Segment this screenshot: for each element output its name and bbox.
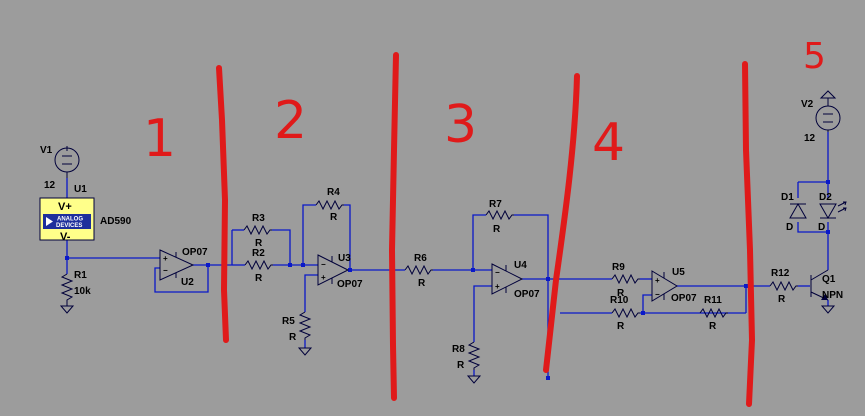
u3-ref: U3 (338, 253, 351, 264)
u4-ref: U4 (514, 260, 527, 271)
svg-text:−: − (163, 266, 168, 275)
r10-ref: R10 (610, 295, 629, 306)
section-number-5: 5 (803, 36, 826, 77)
svg-text:−: − (495, 268, 500, 277)
r1-value: 10k (74, 286, 91, 297)
u1-pin-plus: V+ (58, 201, 72, 213)
section-number-2: 2 (274, 91, 307, 151)
q1-part: NPN (822, 290, 843, 301)
v2-name: V2 (801, 99, 814, 110)
resistor-r11[interactable]: R11 R (699, 295, 728, 332)
resistor-r9[interactable]: R9 R (611, 262, 640, 299)
r6-value: R (418, 278, 426, 289)
u1-pin-minus: V- (60, 231, 71, 243)
r2-value: R (255, 273, 263, 284)
resistor-r6[interactable]: R6 R (404, 253, 433, 289)
ad-logo-line2: DEVICES (56, 223, 82, 229)
diode-d1[interactable]: D1 D (781, 192, 807, 233)
r3-ref: R3 (252, 213, 265, 224)
r12-ref: R12 (771, 268, 790, 279)
d2-value: D (818, 222, 825, 233)
light-emission-icon (837, 201, 847, 213)
opamp-u2[interactable]: + − OP07 U2 (159, 247, 208, 288)
r4-value: R (330, 212, 338, 223)
r5-value: R (289, 332, 297, 343)
r3-value: R (255, 238, 263, 249)
r11-ref: R11 (704, 295, 722, 306)
svg-text:+: + (655, 276, 660, 285)
svg-text:+: + (163, 254, 168, 263)
analog-devices-logo-icon: ANALOG DEVICES (43, 214, 91, 229)
r10-value: R (617, 321, 625, 332)
resistor-r12[interactable]: R12 R (769, 268, 798, 305)
u2-ref: U2 (181, 277, 194, 288)
d1-ref: D1 (781, 192, 794, 203)
svg-text:−: − (321, 260, 326, 269)
r8-ref: R8 (452, 344, 465, 355)
opamp-u5[interactable]: + − U5 OP07 (651, 267, 697, 304)
ad-logo-line1: ANALOG (57, 217, 83, 223)
diode-d2[interactable]: D2 D (818, 192, 847, 233)
u3-part: OP07 (337, 279, 363, 290)
section-number-3: 3 (444, 95, 477, 155)
transistor-q1[interactable]: Q1 NPN (810, 269, 843, 314)
u1-ref: U1 (74, 184, 87, 195)
u5-part: OP07 (671, 293, 697, 304)
r11-value: R (709, 321, 717, 332)
q1-ref: Q1 (822, 274, 836, 285)
d1-value: D (786, 222, 793, 233)
r9-value: R (617, 288, 625, 299)
resistor-r3[interactable]: R3 R (243, 213, 272, 249)
opamp-u3[interactable]: − + U3 OP07 (317, 253, 363, 290)
section-numbers: 1 2 3 4 5 (143, 36, 826, 173)
junction-dots (65, 180, 830, 380)
v1-value: 12 (44, 180, 56, 191)
r2-ref: R2 (252, 248, 265, 259)
resistor-r10[interactable]: R10 R (610, 295, 640, 332)
opamp-u4[interactable]: − + U4 OP07 (491, 260, 540, 300)
resistor-r7[interactable]: R7 R (485, 199, 514, 235)
d2-ref: D2 (819, 192, 832, 203)
voltage-source-v2[interactable]: V2 12 (801, 90, 841, 144)
section-number-4: 4 (592, 113, 625, 173)
svg-text:−: − (655, 290, 660, 299)
u5-ref: U5 (672, 267, 685, 278)
voltage-source-v1[interactable]: V1 12 (40, 145, 80, 191)
r9-ref: R9 (612, 262, 625, 273)
r6-ref: R6 (414, 253, 427, 264)
r5-ref: R5 (282, 316, 295, 327)
r7-ref: R7 (489, 199, 502, 210)
resistor-r4[interactable]: R4 R (315, 187, 344, 223)
u2-part: OP07 (182, 247, 208, 258)
resistor-r2[interactable]: R2 R (244, 248, 273, 284)
svg-text:+: + (495, 282, 500, 291)
r8-value: R (457, 360, 465, 371)
section-number-1: 1 (143, 109, 176, 169)
r12-value: R (778, 294, 786, 305)
resistor-r8[interactable]: R8 R (452, 341, 482, 384)
u1-part: AD590 (100, 216, 132, 227)
resistor-r5[interactable]: R5 R (282, 311, 313, 356)
u4-part: OP07 (514, 289, 540, 300)
v2-value: 12 (804, 133, 816, 144)
r1-ref: R1 (74, 270, 87, 281)
svg-text:+: + (321, 273, 326, 282)
r7-value: R (493, 224, 501, 235)
section-dividers (216, 52, 756, 407)
v1-name: V1 (40, 145, 53, 156)
wires (66, 132, 829, 378)
sensor-u1[interactable]: U1 V+ ANALOG DEVICES V- AD590 (39, 184, 132, 243)
resistor-r1[interactable]: R1 10k (59, 270, 91, 314)
r4-ref: R4 (327, 187, 340, 198)
